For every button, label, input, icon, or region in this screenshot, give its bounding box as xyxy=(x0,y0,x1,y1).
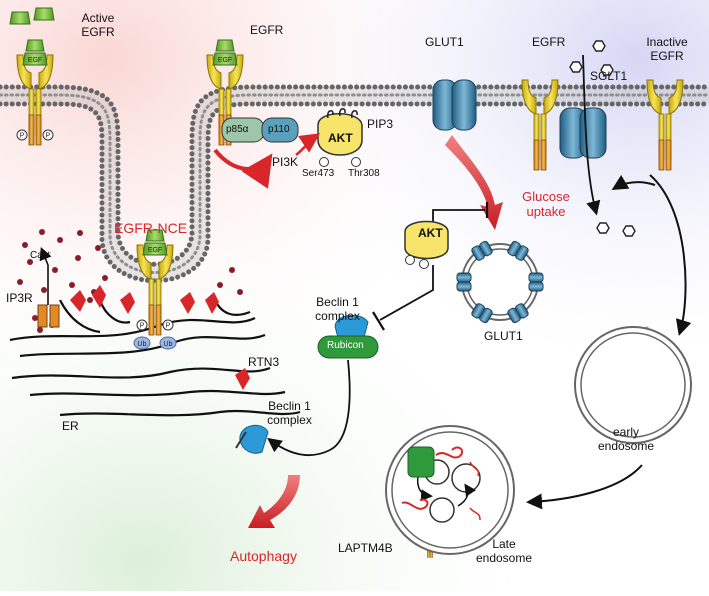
label-calcium: Ca²⁺ xyxy=(30,250,52,261)
label-ser473: Ser473 xyxy=(302,168,335,179)
label-akt-membrane: AKT xyxy=(328,131,353,145)
label-pi3k: PI3K xyxy=(272,155,299,169)
label-glut1-vesicle: GLUT1 xyxy=(484,329,523,343)
plasma-membrane xyxy=(0,84,709,284)
egf-label: EGF xyxy=(218,57,232,64)
label-akt-cytoplasmic: AKT xyxy=(418,226,443,240)
egfr-inactive xyxy=(646,79,684,171)
label-er: ER xyxy=(62,419,79,433)
vesicle-glut1 xyxy=(471,303,493,324)
glut1-transporter xyxy=(432,79,477,131)
free-egf-ligand xyxy=(9,11,31,25)
akt-inhibits-rubicon xyxy=(379,265,434,321)
label-thr308: Thr308 xyxy=(348,168,380,179)
vesicle-glut1 xyxy=(471,240,493,261)
label-pip3: PIP3 xyxy=(367,117,394,131)
label-egfr-nce: EGFR-NCE xyxy=(114,220,188,236)
label-beclin1-lower: Beclin 1 complex xyxy=(267,399,312,427)
glut1-vesicle xyxy=(461,243,539,321)
label-p85: p85α xyxy=(226,124,249,135)
label-sglt1: SGLT1 xyxy=(590,69,628,83)
beclin1-complex-upper xyxy=(317,314,379,359)
ip3r-channel xyxy=(37,247,60,328)
sglt1-glucose-arrow xyxy=(582,54,601,216)
recycling-arrow xyxy=(611,174,656,191)
phospho-label: P xyxy=(46,133,51,140)
egf-label: EGF xyxy=(148,247,162,254)
label-beclin1-upper: Beclin 1 complex xyxy=(315,295,360,323)
vesicle-glut1 xyxy=(456,272,472,292)
beclin1-complex-lower xyxy=(235,424,269,454)
phospho-label: P xyxy=(140,323,145,330)
label-active-egfr: Active EGFR xyxy=(81,11,115,39)
early-endosome xyxy=(574,326,692,444)
label-egfr-right: EGFR xyxy=(532,35,566,49)
label-laptm4b: LAPTM4B xyxy=(338,541,393,555)
label-rtn3: RTN3 xyxy=(248,355,280,369)
egf-label: EGF xyxy=(28,57,42,64)
receptor-endocytosis-arrow xyxy=(649,174,692,336)
egfr-right xyxy=(521,79,559,171)
label-autophagy: Autophagy xyxy=(230,548,297,564)
laptm4b-protein xyxy=(401,446,481,521)
pi3k-complex xyxy=(221,117,299,143)
akt-activation-arrow xyxy=(295,133,321,156)
beclin-to-autophagy-arrow xyxy=(267,359,351,457)
phospho-label: P xyxy=(166,323,171,330)
phospho-label: P xyxy=(20,133,25,140)
vesicle-glut1 xyxy=(528,272,544,292)
ub-label: Ub xyxy=(164,341,173,348)
rtn3-tethers xyxy=(70,285,250,390)
label-rubicon: Rubicon xyxy=(327,340,364,351)
label-glut1-top: GLUT1 xyxy=(425,35,464,49)
label-early-endosome: early endosome xyxy=(597,425,655,453)
pi3k-activation-arrow xyxy=(213,148,273,189)
label-p110: p110 xyxy=(268,124,290,135)
egfr-active-left: EGF P P xyxy=(16,39,54,146)
late-endosome xyxy=(385,425,515,555)
calcium-ions xyxy=(17,229,243,333)
glucose-molecules xyxy=(569,40,636,237)
label-ip3r: IP3R xyxy=(6,291,33,305)
free-egf-ligand xyxy=(33,7,55,21)
akt-cytoplasmic xyxy=(404,220,449,269)
ub-label: Ub xyxy=(138,341,147,348)
early-to-late-arrow xyxy=(526,464,643,510)
sglt1-transporter xyxy=(559,107,607,159)
label-inactive-egfr: Inactive EGFR xyxy=(646,35,688,63)
vesicle-glut1 xyxy=(507,303,529,324)
label-egfr-top: EGFR xyxy=(250,23,284,37)
egfr-nce-internalized: EGF P P Ub Ub xyxy=(133,229,177,350)
vesicle-glut1 xyxy=(507,240,529,261)
vesicle-glut1-proteins xyxy=(456,240,544,324)
akt-membrane xyxy=(317,108,363,167)
glucose-uptake-arrow xyxy=(445,135,503,230)
label-late-endosome: Late endosome xyxy=(475,537,533,565)
label-glucose-uptake: Glucose uptake xyxy=(522,189,570,219)
autophagy-arrow xyxy=(248,475,300,528)
